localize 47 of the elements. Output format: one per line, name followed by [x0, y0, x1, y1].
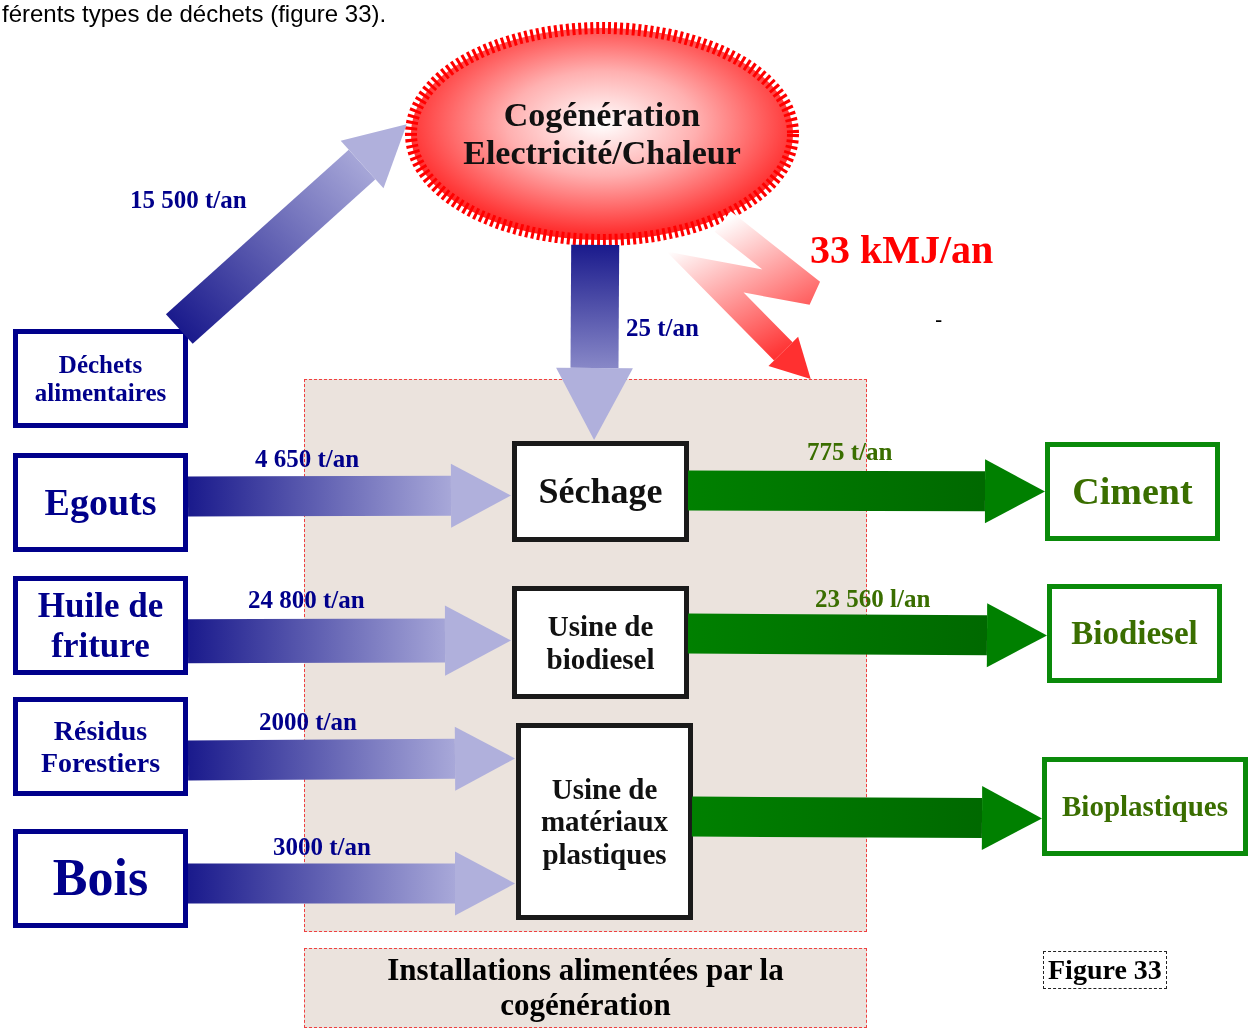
process-box: [512, 586, 689, 699]
edge-label: 25 t/an: [626, 314, 699, 342]
source-box: [13, 576, 188, 675]
node-text: Installations alimentées par la cogénération: [386, 953, 785, 1023]
block-arrow: [187, 726, 515, 791]
source-box: [13, 329, 188, 428]
node-text: Cogénération Electricité/Chaleur: [462, 95, 742, 173]
source-box: [13, 697, 188, 796]
process-box: [512, 441, 689, 542]
output-box: [1042, 757, 1248, 856]
edge-label: 33 kMJ/an: [810, 226, 994, 273]
body-text: férents types de déchets (figure 33).: [2, 0, 387, 28]
block-arrow: [165, 124, 407, 344]
block-arrow: [556, 244, 633, 440]
edge-label: 2000 t/an: [259, 708, 357, 736]
source-box: [13, 829, 188, 928]
cogeneration-ellipse: [404, 21, 800, 247]
node-text: Séchage: [538, 471, 663, 512]
node-text: Ciment: [1072, 470, 1193, 513]
figure-label: Figure 33: [1043, 951, 1167, 989]
block-arrow: [687, 459, 1045, 524]
node-text: Bioplastiques: [1062, 790, 1228, 823]
edge-label: 3000 t/an: [273, 833, 371, 861]
block-arrow: [687, 603, 1047, 668]
block-arrow: [187, 605, 511, 676]
caption-box: [304, 948, 867, 1028]
block-arrow: [691, 786, 1042, 851]
node-text: Bois: [52, 849, 149, 908]
edge-label: 23 560 l/an: [815, 585, 931, 613]
edge-label: 4 650 t/an: [255, 445, 360, 473]
node-text: Déchets alimentaires: [33, 350, 168, 407]
node-text: Egouts: [44, 481, 157, 524]
node-text: Biodiesel: [1071, 615, 1198, 652]
output-box: [1047, 584, 1222, 683]
node-text: Résidus Forestiers: [39, 715, 162, 778]
block-arrow: [187, 463, 511, 528]
output-box: [1045, 442, 1220, 541]
node-text: Huile de friture: [36, 586, 165, 665]
edge-label: 775 t/an: [807, 438, 893, 466]
edge-label: 24 800 t/an: [248, 586, 365, 614]
edge-label: 15 500 t/an: [130, 186, 247, 214]
node-text: Usine de matériaux plastiques: [539, 772, 670, 871]
block-arrow: [188, 851, 515, 916]
source-box: [13, 453, 188, 552]
node-text: Usine de biodiesel: [545, 610, 656, 675]
dash-mark: -: [935, 307, 943, 333]
process-box: [516, 723, 693, 920]
